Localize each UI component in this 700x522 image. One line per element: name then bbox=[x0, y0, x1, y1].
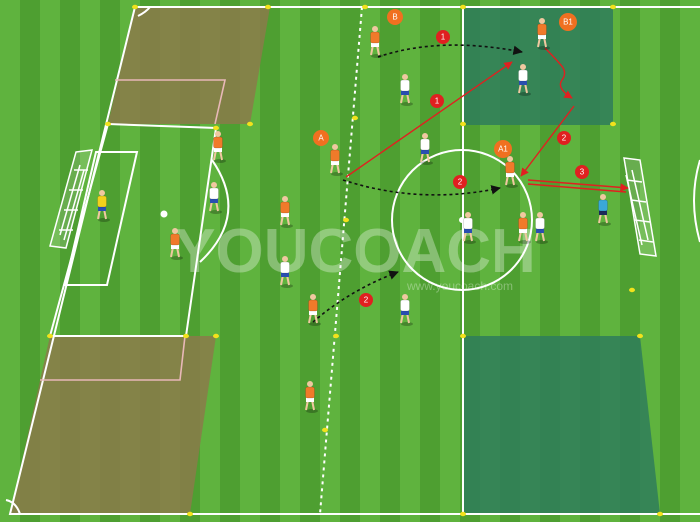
player-orange bbox=[280, 196, 293, 228]
cone bbox=[460, 121, 466, 127]
svg-text:1: 1 bbox=[435, 97, 440, 106]
step-badge-2-centre: 2 bbox=[453, 175, 467, 189]
svg-text:B1: B1 bbox=[563, 18, 573, 27]
cone bbox=[352, 115, 358, 121]
cone bbox=[187, 511, 193, 517]
player-white bbox=[463, 212, 476, 244]
svg-text:2: 2 bbox=[458, 178, 463, 187]
grass-stripe bbox=[680, 0, 700, 522]
arrow-run-a bbox=[342, 179, 501, 196]
player-orange bbox=[170, 228, 183, 260]
player-label-a1: A1 bbox=[494, 140, 512, 158]
cone bbox=[637, 333, 643, 339]
watermark-url: www.youcoach.com bbox=[406, 279, 513, 293]
step-badge-3: 3 bbox=[575, 165, 589, 179]
grass-stripe bbox=[440, 0, 460, 522]
cone bbox=[343, 217, 349, 223]
cone bbox=[610, 121, 616, 127]
cone bbox=[247, 121, 253, 127]
step-badge-1-mid: 1 bbox=[430, 94, 444, 108]
svg-text:A1: A1 bbox=[498, 145, 508, 154]
grass-stripe bbox=[360, 0, 380, 522]
cone bbox=[183, 333, 189, 339]
arrow-run-bottom bbox=[312, 270, 399, 323]
cone bbox=[460, 4, 466, 10]
arrow-pass-a-to-b1 bbox=[345, 61, 513, 178]
cone bbox=[610, 4, 616, 10]
zone-inner-lines bbox=[40, 79, 227, 381]
step-badge-2-bottom: 2 bbox=[359, 293, 373, 307]
player-white bbox=[518, 64, 531, 96]
svg-text:1: 1 bbox=[441, 33, 446, 42]
goalkeeper bbox=[97, 190, 110, 222]
player-white bbox=[420, 133, 433, 165]
players bbox=[97, 18, 611, 413]
step-badge-1-top: 1 bbox=[436, 30, 450, 44]
grass-stripe bbox=[320, 0, 340, 522]
zone-top-left-brown bbox=[108, 7, 270, 124]
player-orange bbox=[330, 144, 343, 176]
player-white bbox=[535, 212, 548, 244]
player-white bbox=[400, 294, 413, 326]
arrow-shot-1 bbox=[527, 179, 629, 192]
arrow-dribble-b1 bbox=[544, 47, 573, 99]
cone bbox=[213, 125, 219, 131]
cone bbox=[322, 427, 328, 433]
player-orange bbox=[305, 381, 318, 413]
player-orange bbox=[537, 18, 550, 50]
cone bbox=[657, 511, 663, 517]
cone bbox=[47, 333, 53, 339]
watermark-brand: YOUCOACH bbox=[174, 217, 536, 286]
field-lines bbox=[5, 6, 700, 515]
arrow-pass-b1-to-a1 bbox=[520, 105, 575, 177]
youcoach-watermark: YOUCOACH www.youcoach.com bbox=[174, 217, 536, 293]
cone bbox=[265, 4, 271, 10]
player-orange bbox=[308, 294, 321, 326]
player-orange bbox=[213, 131, 226, 163]
cone bbox=[105, 121, 111, 127]
svg-text:2: 2 bbox=[562, 134, 567, 143]
player-orange bbox=[505, 156, 518, 188]
arrow-run-b bbox=[377, 44, 523, 58]
player-label-a: A bbox=[313, 130, 329, 146]
player-white bbox=[280, 256, 293, 288]
player-white bbox=[209, 182, 222, 214]
goalkeeper bbox=[598, 194, 611, 226]
player-label-b: B bbox=[387, 9, 403, 25]
cone bbox=[333, 333, 339, 339]
grass-stripe bbox=[400, 0, 420, 522]
grass-stripe bbox=[0, 0, 20, 522]
arrow-shot-2 bbox=[527, 183, 627, 193]
cones bbox=[47, 4, 663, 517]
grass-stripe bbox=[280, 0, 300, 522]
cone bbox=[460, 333, 466, 339]
svg-text:2: 2 bbox=[364, 296, 369, 305]
left-goal bbox=[49, 149, 94, 249]
cone bbox=[460, 511, 466, 517]
cone bbox=[629, 287, 635, 293]
right-goal bbox=[623, 157, 657, 257]
cone bbox=[132, 4, 138, 10]
step-badge-2-right: 2 bbox=[557, 131, 571, 145]
zone-bottom-right-green bbox=[463, 336, 660, 514]
cone bbox=[213, 333, 219, 339]
grass-stripe bbox=[240, 0, 260, 522]
svg-text:3: 3 bbox=[580, 168, 585, 177]
player-white bbox=[400, 74, 413, 106]
movement-arrows bbox=[312, 44, 629, 323]
svg-text:A: A bbox=[318, 134, 324, 143]
badges: B B1 A A1 1 1 2 2 bbox=[313, 9, 589, 307]
player-orange bbox=[370, 26, 383, 58]
player-orange bbox=[518, 212, 531, 244]
dotted-channel-line bbox=[319, 6, 363, 515]
svg-text:B: B bbox=[392, 13, 397, 22]
player-label-b1: B1 bbox=[559, 13, 577, 31]
cone bbox=[362, 4, 368, 10]
